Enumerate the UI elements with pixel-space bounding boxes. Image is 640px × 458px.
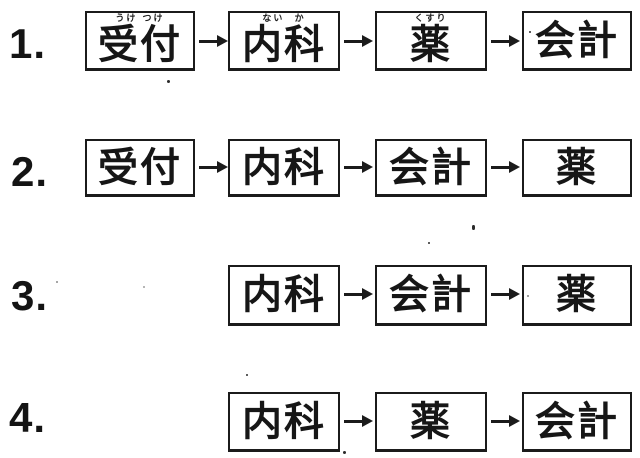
flow-box-medicine: くすり 薬 [375, 11, 487, 71]
flow-box-label: 受付 [98, 22, 182, 69]
option-number-3: 3. [11, 272, 49, 319]
flow-box-internal-medicine: 内科 [228, 139, 340, 197]
option-number-2: 2. [11, 148, 49, 195]
flow-box-medicine: 薬 [375, 392, 487, 452]
flow-box-label: 受付 [98, 144, 182, 191]
flow-box-cashier: 会計 [375, 139, 487, 197]
option-number-4: 4. [9, 394, 47, 441]
flow-box-label: 会計 [389, 144, 473, 191]
arrow-right-icon [344, 415, 373, 427]
flow-box-label: 会計 [535, 398, 619, 445]
flow-box-label: 内科 [242, 272, 326, 318]
arrow-right-icon [344, 35, 373, 47]
arrow-right-icon [199, 161, 228, 173]
arrow-right-icon [491, 415, 520, 427]
scan-speck [167, 80, 170, 83]
flow-box-cashier: 会計 [522, 11, 632, 71]
arrow-right-icon [491, 35, 520, 47]
scan-speck [56, 281, 58, 283]
flow-box-internal-medicine: 内科 [228, 265, 340, 326]
flow-box-label: 薬 [556, 272, 598, 318]
flow-box-medicine: 薬 [522, 139, 632, 197]
scan-speck [246, 374, 248, 376]
flow-box-internal-medicine: 内科 [228, 392, 340, 452]
flow-box-label: 内科 [242, 22, 326, 69]
flow-box-label: 薬 [410, 22, 452, 69]
scan-speck [343, 451, 346, 454]
furigana-label: うけ つけ [115, 13, 165, 24]
flow-box-cashier: 会計 [375, 265, 487, 326]
flow-box-label: 内科 [242, 398, 326, 445]
scan-speck [472, 225, 475, 230]
flow-box-label: 薬 [556, 144, 598, 191]
arrow-right-icon [199, 35, 228, 47]
flow-box-label: 薬 [410, 398, 452, 445]
scan-speck [527, 295, 529, 297]
flow-box-reception: 受付 [85, 139, 195, 197]
flow-box-label: 内科 [242, 144, 326, 191]
flow-box-medicine: 薬 [522, 265, 632, 326]
arrow-right-icon [344, 288, 373, 300]
furigana-label: ない か [262, 13, 306, 24]
option-number-1: 1. [9, 20, 47, 67]
flow-box-cashier: 会計 [522, 392, 632, 452]
arrow-right-icon [491, 161, 520, 173]
scan-speck [428, 242, 430, 244]
flow-box-label: 会計 [389, 272, 473, 318]
flow-box-label: 会計 [535, 17, 619, 64]
furigana-label: くすり [414, 13, 448, 24]
flow-box-reception: うけ つけ 受付 [85, 11, 195, 71]
flow-box-internal-medicine: ない か 内科 [228, 11, 340, 71]
arrow-right-icon [344, 161, 373, 173]
scan-speck [529, 31, 531, 33]
arrow-right-icon [491, 288, 520, 300]
scan-speck [143, 286, 145, 288]
